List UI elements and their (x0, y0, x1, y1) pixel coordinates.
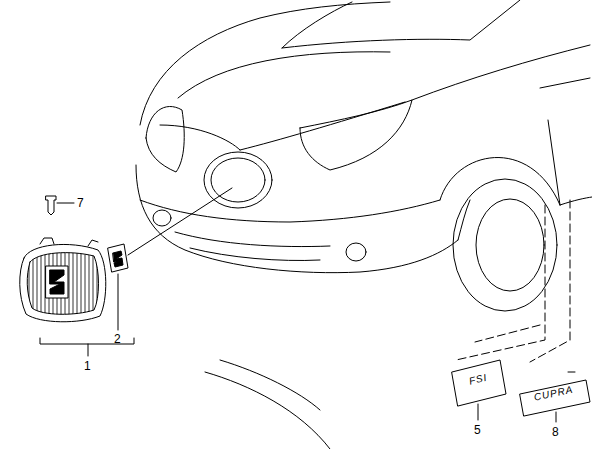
callout-number: 7 (77, 197, 84, 209)
grille-clip (40, 238, 98, 246)
grille-part (20, 244, 106, 321)
headlight-left (146, 106, 184, 172)
badge-text: CUPRA (533, 385, 574, 403)
fog-light-right (346, 243, 366, 261)
emblem-part (108, 244, 128, 272)
door-line (540, 78, 590, 205)
wheel-rim (476, 199, 544, 291)
hood-edge (160, 102, 405, 150)
guide-dashed (456, 205, 545, 360)
badge-plate (520, 380, 590, 416)
guide-dashed (530, 200, 575, 372)
car-side (412, 45, 592, 240)
hood-edge-lower (205, 360, 330, 449)
emblem-logo (113, 251, 123, 267)
grille-slats (27, 253, 98, 315)
fog-light-left (153, 210, 171, 226)
leader-line (118, 274, 119, 330)
hood-crease (178, 52, 390, 98)
callout-number: 8 (552, 426, 559, 438)
leader-line (57, 203, 74, 204)
screw (46, 196, 56, 215)
badge-text: FSI (468, 373, 488, 387)
seat-logo-plate (46, 266, 68, 298)
callout-number: 1 (84, 360, 91, 372)
badge-plate (452, 360, 506, 406)
windshield (282, 0, 520, 48)
callout-number: 5 (474, 424, 481, 436)
car-roof-edge (140, 2, 390, 125)
leader-line (556, 412, 557, 422)
headlight-right (300, 100, 412, 170)
seat-logo (50, 270, 64, 294)
air-intake (175, 232, 330, 261)
leader-line (478, 404, 479, 420)
wheel (453, 179, 557, 311)
leader-line (128, 188, 232, 255)
callout-number: 2 (114, 333, 121, 345)
grille-opening-inner (211, 158, 265, 202)
